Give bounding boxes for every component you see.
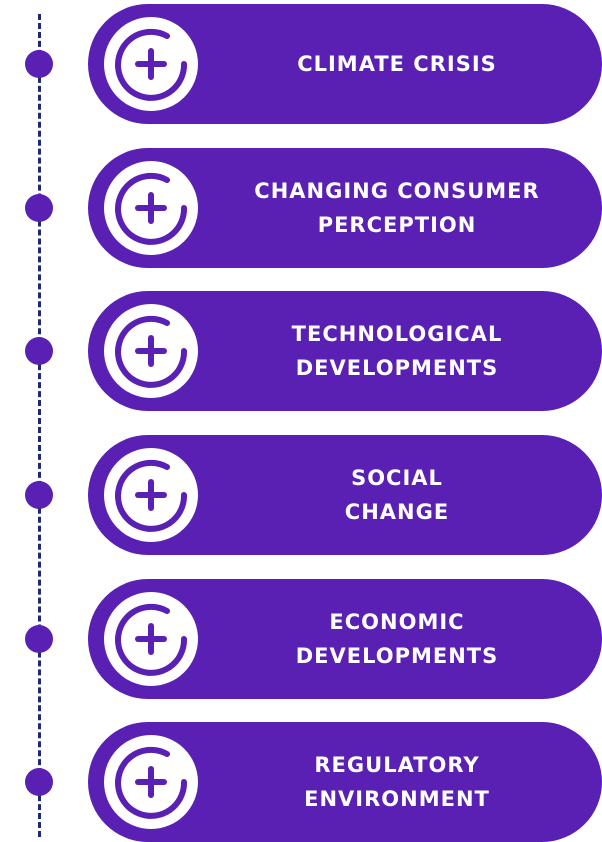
- timeline-dot: [25, 50, 53, 78]
- timeline-dot: [25, 481, 53, 509]
- topic-label-line: ENVIRONMENT: [304, 787, 490, 811]
- circle-plus-icon[interactable]: [104, 592, 198, 686]
- topic-pill-technological-developments[interactable]: TECHNOLOGICAL DEVELOPMENTS: [88, 291, 602, 411]
- timeline-item: CLIMATE CRISIS: [0, 4, 602, 124]
- topic-label-line: DEVELOPMENTS: [295, 356, 499, 380]
- timeline-item: TECHNOLOGICAL DEVELOPMENTS: [0, 291, 602, 411]
- timeline-item: REGULATORY ENVIRONMENT: [0, 722, 602, 842]
- topic-label: REGULATORY ENVIRONMENT: [208, 722, 586, 842]
- circle-plus-icon[interactable]: [104, 304, 198, 398]
- topic-label-line: TECHNOLOGICAL: [291, 322, 503, 346]
- circle-plus-icon[interactable]: [104, 448, 198, 542]
- topic-label: SOCIAL CHANGE: [208, 435, 586, 555]
- timeline-dot: [25, 194, 53, 222]
- topic-label: CHANGING CONSUMER PERCEPTION: [208, 148, 586, 268]
- topic-label-line: CHANGING CONSUMER: [254, 179, 540, 203]
- topic-label-line: REGULATORY: [314, 753, 480, 777]
- topic-label-line: ECONOMIC: [329, 610, 465, 634]
- circle-plus-icon[interactable]: [104, 161, 198, 255]
- topic-label: ECONOMIC DEVELOPMENTS: [208, 579, 586, 699]
- topic-label: CLIMATE CRISIS: [208, 4, 586, 124]
- timeline-item: CHANGING CONSUMER PERCEPTION: [0, 148, 602, 268]
- timeline-dot: [25, 625, 53, 653]
- topic-pill-changing-consumer-perception[interactable]: CHANGING CONSUMER PERCEPTION: [88, 148, 602, 268]
- topic-label-line: CLIMATE CRISIS: [297, 52, 497, 76]
- topic-pill-economic-developments[interactable]: ECONOMIC DEVELOPMENTS: [88, 579, 602, 699]
- timeline-item: SOCIAL CHANGE: [0, 435, 602, 555]
- topic-pill-climate-crisis[interactable]: CLIMATE CRISIS: [88, 4, 602, 124]
- timeline-item: ECONOMIC DEVELOPMENTS: [0, 579, 602, 699]
- topic-label-line: DEVELOPMENTS: [295, 644, 499, 668]
- circle-plus-icon[interactable]: [104, 17, 198, 111]
- topic-label-line: PERCEPTION: [317, 213, 477, 237]
- topic-pill-regulatory-environment[interactable]: REGULATORY ENVIRONMENT: [88, 722, 602, 842]
- topic-label-line: SOCIAL: [351, 466, 443, 490]
- timeline-dot: [25, 768, 53, 796]
- topic-pill-social-change[interactable]: SOCIAL CHANGE: [88, 435, 602, 555]
- timeline-dot: [25, 337, 53, 365]
- circle-plus-icon[interactable]: [104, 735, 198, 829]
- timeline-line: [38, 14, 41, 837]
- topic-label-line: CHANGE: [344, 500, 450, 524]
- topic-label: TECHNOLOGICAL DEVELOPMENTS: [208, 291, 586, 411]
